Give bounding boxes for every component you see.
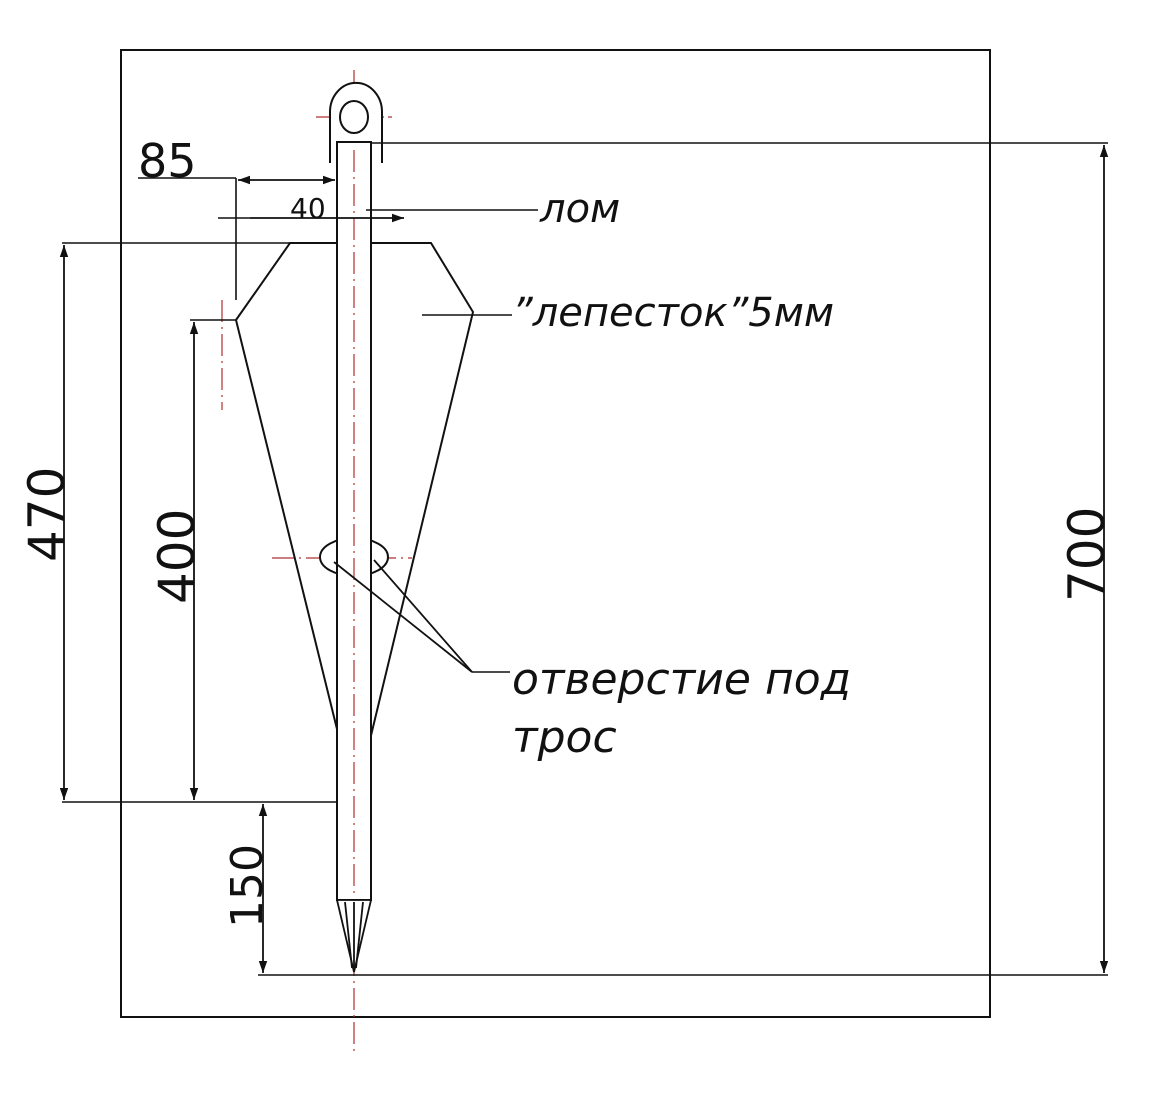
label-petal: ”лепесток”5мм bbox=[512, 290, 834, 336]
drawing-frame bbox=[120, 49, 991, 1018]
crowbar-tip bbox=[335, 899, 373, 973]
label-crowbar: лом bbox=[539, 186, 620, 232]
label-hole-line1: отверстие под bbox=[512, 654, 851, 705]
dim-40-text: 40 bbox=[290, 192, 326, 225]
dim-85-text: 85 bbox=[138, 134, 197, 188]
dim-400-text: 400 bbox=[148, 509, 206, 604]
dimension-lines bbox=[59, 145, 1109, 973]
label-hole-line2: трос bbox=[512, 712, 617, 763]
extension-lines bbox=[62, 142, 1108, 976]
eye-hole bbox=[339, 100, 369, 134]
hole-leader bbox=[333, 559, 473, 673]
petal-plate bbox=[234, 242, 475, 803]
dim-700-text: 700 bbox=[1058, 507, 1116, 602]
dim-150-text: 150 bbox=[222, 844, 273, 928]
dim-470-text: 470 bbox=[18, 467, 76, 562]
